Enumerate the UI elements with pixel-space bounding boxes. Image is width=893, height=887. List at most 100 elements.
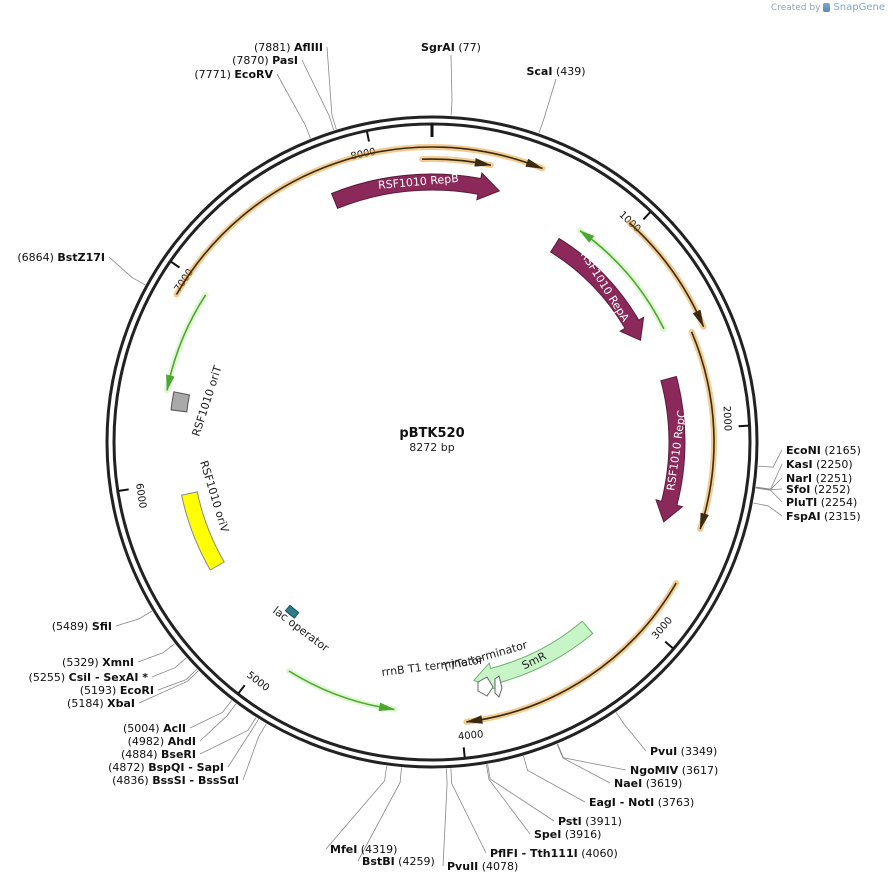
- site-label-22: (5004) AclI: [123, 722, 186, 735]
- site-pos: (2252): [814, 483, 851, 496]
- site-pos: (2254): [821, 496, 858, 509]
- green-c-glow: [285, 668, 398, 713]
- site-pos: (4060): [581, 847, 618, 860]
- tick-label-4000: 4000: [458, 729, 484, 743]
- site-pos: (7881): [254, 41, 291, 54]
- site-labels: SgrAI (77)ScaI (439)EcoNI (2165)KasI (22…: [17, 41, 861, 873]
- site-name: NgoMIV: [630, 764, 679, 777]
- leader-25: [151, 657, 187, 678]
- tick-7000: [170, 260, 180, 269]
- site-name: PvuII: [447, 860, 478, 873]
- plasmid-name: pBTK520: [399, 426, 464, 441]
- feature-t7te-terminator-shape: [494, 675, 503, 698]
- site-name: PvuI: [650, 745, 677, 758]
- site-pos: (77): [458, 41, 481, 54]
- leader-11: [523, 755, 586, 803]
- feature-shapes: [170, 171, 686, 698]
- feature-label-lac-operator: lac operator: [270, 604, 331, 655]
- tick-3000: [664, 640, 674, 649]
- leader-3: [755, 463, 783, 490]
- feature-repb-arrow: [330, 171, 501, 209]
- leader-21: [199, 703, 237, 742]
- leader-19: [227, 718, 259, 768]
- feature-lac-operator-box: [284, 604, 300, 619]
- site-name: PasI: [272, 54, 298, 67]
- site-name: AflIII: [294, 41, 323, 54]
- site-name: EcoRI: [120, 684, 154, 697]
- orf-e-head: [466, 715, 483, 724]
- site-label-15: PvuII (4078): [447, 860, 518, 873]
- site-pos: (3916): [565, 828, 602, 841]
- backbone-outer: [105, 115, 759, 769]
- credit-prefix: Created by: [770, 2, 821, 13]
- site-name: EagI - NotI: [589, 796, 654, 809]
- site-name: SpeI: [534, 828, 561, 841]
- site-name: FspAI: [786, 510, 821, 523]
- green-c-line: [288, 670, 395, 711]
- site-label-3: KasI (2250): [786, 458, 853, 471]
- site-name: XmnI: [102, 656, 134, 669]
- leader-18: [242, 723, 267, 781]
- tick-label-6000: 6000: [133, 482, 148, 509]
- leader-24: [157, 668, 198, 691]
- site-pos: (3911): [585, 815, 622, 828]
- orf-b-head: [474, 158, 491, 167]
- site-label-21: (4982) AhdI: [128, 735, 196, 748]
- green-b-head: [166, 374, 175, 392]
- feature-oriv-box: [181, 491, 225, 571]
- site-label-30: (7870) PasI: [232, 54, 298, 67]
- site-label-20: (4884) BseRI: [121, 748, 196, 761]
- leader-1: [538, 78, 557, 134]
- site-name: SgrAI: [421, 41, 455, 54]
- site-leader-lines: [108, 46, 783, 867]
- site-pos: (2250): [816, 458, 853, 471]
- site-label-24: (5193) EcoRI: [80, 684, 154, 697]
- leader-27: [115, 610, 153, 627]
- leader-17: [325, 765, 388, 850]
- leader-14: [450, 768, 487, 854]
- site-pos: (3763): [658, 796, 695, 809]
- site-pos: (4259): [398, 855, 435, 868]
- orf-c-head: [692, 309, 704, 327]
- site-name: ScaI: [526, 65, 552, 78]
- site-label-4: NarI (2251): [786, 472, 852, 485]
- site-pos: (4872): [108, 761, 145, 774]
- feature-label-rrnb: rrnB T1 terminator: [381, 654, 485, 679]
- leader-2: [758, 449, 783, 468]
- credit-brand: SnapGene: [833, 2, 885, 13]
- leader-5: [755, 487, 783, 491]
- leader-8: [615, 712, 647, 752]
- site-pos: (6864): [17, 251, 54, 264]
- site-pos: (7771): [194, 68, 231, 81]
- site-name: SfiI: [92, 620, 112, 633]
- site-name: KasI: [786, 458, 813, 471]
- site-label-8: PvuI (3349): [650, 745, 717, 758]
- green-c-head: [378, 702, 396, 712]
- tick-6000: [118, 488, 129, 492]
- orf-d-head: [699, 512, 709, 530]
- leader-13: [486, 764, 531, 835]
- site-pos: (3619): [646, 777, 683, 790]
- leader-26: [137, 643, 175, 663]
- snapgene-logo-icon: [823, 3, 831, 12]
- site-name: EcoNI: [786, 444, 821, 457]
- feature-repa-arrow: [550, 237, 645, 342]
- site-name: BssSI - BssSαI: [152, 774, 239, 787]
- leader-0: [450, 54, 453, 116]
- site-pos: (5489): [52, 620, 89, 633]
- tick-4000: [462, 747, 466, 758]
- site-label-7: FspAI (2315): [786, 510, 861, 523]
- site-name: BstBI: [362, 855, 395, 868]
- site-label-25: (5255) CsiI - SexAI *: [29, 671, 149, 684]
- site-label-13: SpeI (3916): [534, 828, 601, 841]
- leader-16: [357, 767, 402, 862]
- site-name: BseRI: [161, 748, 196, 761]
- site-label-14: PflFI - Tth111I (4060): [490, 847, 618, 860]
- site-label-31: (7881) AflIII: [254, 41, 323, 54]
- site-label-29: (7771) EcoRV: [194, 68, 273, 81]
- tick-1000: [642, 211, 652, 221]
- site-label-23: (5184) XbaI: [67, 697, 135, 710]
- site-name: PflFI - Tth111I: [490, 847, 578, 860]
- leader-4: [755, 477, 783, 490]
- site-label-19: (4872) BspQI - SapI: [108, 761, 224, 774]
